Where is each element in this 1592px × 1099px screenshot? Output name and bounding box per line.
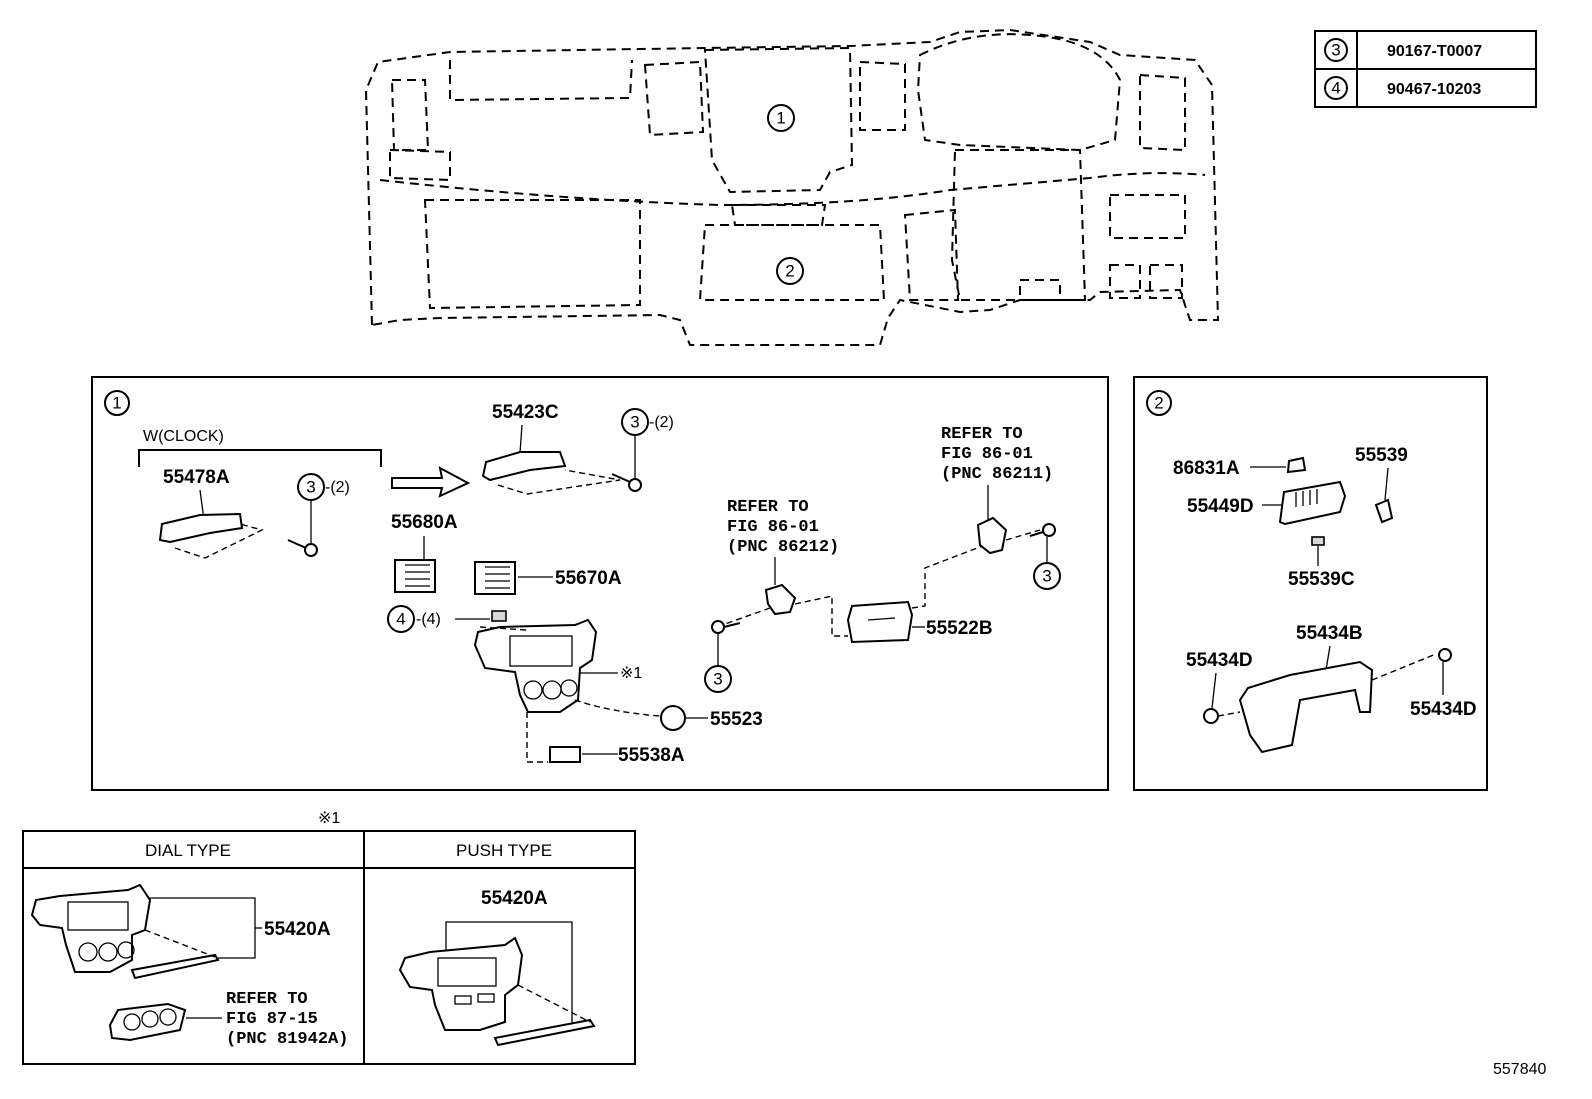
clip-round-icon <box>1203 708 1219 724</box>
vent-right-icon <box>474 561 516 595</box>
part-55539C: 55539C <box>1288 569 1355 590</box>
screw-icon <box>711 620 741 634</box>
push-panel-icon <box>398 936 596 1047</box>
screw-ref-c: 3 <box>713 670 722 689</box>
screw-ref-d: 3 <box>1042 567 1051 586</box>
bracket-icon <box>976 516 1008 555</box>
vent-left-icon <box>394 559 436 593</box>
dashboard-overview: 1 2 <box>364 28 1220 346</box>
cover-icon <box>549 746 581 763</box>
center-panel-icon <box>473 618 598 713</box>
panel-1: 1 W(CLOCK) 55478A 3 -(2) 55423C 3 -(2) <box>91 376 1109 791</box>
refer-c-line3: (PNC 81942A) <box>226 1030 348 1049</box>
overview-callout-1: 1 <box>776 109 785 128</box>
clip-icon <box>491 610 507 622</box>
callout-1-circle <box>767 104 795 132</box>
refer-a-line2: FIG 86-01 <box>727 518 819 537</box>
push-part-55420A: 55420A <box>481 888 548 909</box>
push-type-header: PUSH TYPE <box>456 841 552 860</box>
refer-b-line2: FIG 86-01 <box>941 445 1033 464</box>
panel-2-id: 2 <box>1154 394 1163 413</box>
clock-label: W(CLOCK) <box>143 428 224 445</box>
refer-a-line3: (PNC 86212) <box>727 538 839 557</box>
panel-1-id: 1 <box>112 394 121 413</box>
variants-table: ※1 DIAL TYPE PUSH TYPE 55420A REFER TO F… <box>22 810 636 1065</box>
part-55423C: 55423C <box>492 402 559 423</box>
refer-b-line1: REFER TO <box>941 425 1023 444</box>
part-55478A: 55478A <box>163 467 230 488</box>
screw-icon <box>287 539 318 557</box>
refer-c-line2: FIG 87-15 <box>226 1010 318 1029</box>
bracket-icon <box>764 583 797 616</box>
dial-type-header: DIAL TYPE <box>145 841 231 860</box>
refer-a-line1: REFER TO <box>727 498 809 517</box>
knob-icon <box>660 705 686 731</box>
legend-ref-3: 3 <box>1331 41 1340 60</box>
part-86831A: 86831A <box>1173 458 1240 479</box>
clip-ref: 4 <box>396 610 405 629</box>
dial-knob-module-icon <box>108 1002 187 1042</box>
part-55538A: 55538A <box>618 745 685 766</box>
refer-c-line1: REFER TO <box>226 990 308 1009</box>
part-55434D-left: 55434D <box>1186 650 1253 671</box>
legend-part-90167: 90167-T0007 <box>1387 43 1482 60</box>
screw-icon <box>1438 648 1452 662</box>
clip-icon <box>1374 498 1394 524</box>
panel-2: 2 86831A 55539 55449D 55539C 55434B 5543… <box>1133 376 1488 791</box>
display-unit-icon <box>846 600 914 644</box>
screw-qty-b: -(2) <box>649 414 674 431</box>
part-55680A: 55680A <box>391 512 458 533</box>
legend-ref-4: 4 <box>1331 79 1340 98</box>
screw-ref-a: 3 <box>306 478 315 497</box>
part-55434B: 55434B <box>1296 623 1363 644</box>
part-55670A: 55670A <box>555 568 622 589</box>
part-55522B: 55522B <box>926 618 993 639</box>
variants-asterisk: ※1 <box>318 810 340 827</box>
figure-id: 557840 <box>1493 1061 1546 1078</box>
asterisk-ref-1: ※1 <box>620 665 642 682</box>
clip-qty: -(4) <box>416 611 441 628</box>
switch-panel-icon <box>1278 480 1347 526</box>
screw-qty-a: -(2) <box>325 479 350 496</box>
screw-ref-b: 3 <box>630 413 639 432</box>
legend-table: 3 90167-T0007 4 90467-10203 <box>1314 30 1537 108</box>
lower-panel-icon <box>1238 660 1374 754</box>
button-icon <box>1286 456 1307 474</box>
dial-panel-icon <box>30 883 220 980</box>
legend-part-90467: 90467-10203 <box>1387 81 1481 98</box>
refer-b-line3: (PNC 86211) <box>941 465 1053 484</box>
part-55539: 55539 <box>1355 445 1408 466</box>
screw-icon <box>611 473 642 492</box>
part-55523: 55523 <box>710 709 763 730</box>
arrow-right-icon <box>391 466 471 498</box>
part-55449D: 55449D <box>1187 496 1254 517</box>
overview-callout-2: 2 <box>785 262 794 281</box>
callout-2-circle <box>776 257 804 285</box>
screw-icon <box>1029 523 1056 537</box>
dial-part-55420A: 55420A <box>264 919 331 940</box>
clip-small-icon <box>1311 536 1325 546</box>
part-55434D-right: 55434D <box>1410 699 1477 720</box>
